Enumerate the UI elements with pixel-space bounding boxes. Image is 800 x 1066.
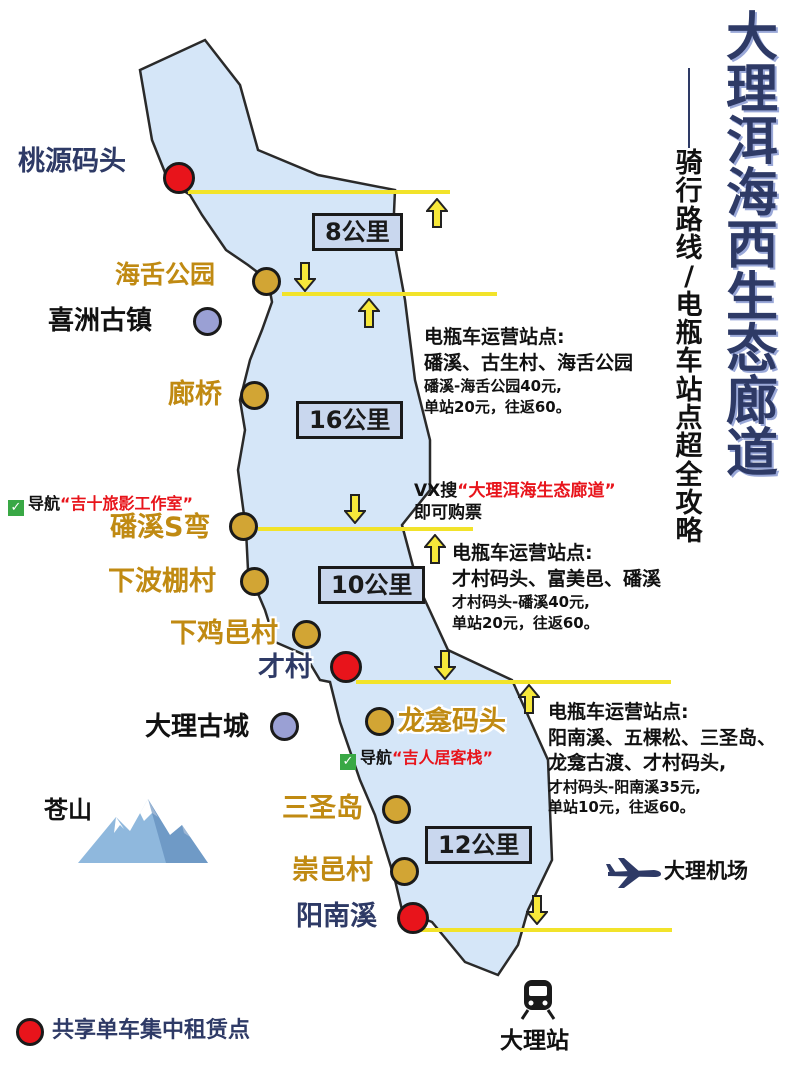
rental-point-caicun[interactable] <box>330 651 362 683</box>
label-caicun: 才村 <box>258 652 312 683</box>
label-yangnanxi: 阳南溪 <box>296 901 377 932</box>
title-divider <box>688 68 690 148</box>
marker-line-haishe <box>282 292 497 296</box>
subtitle: 骑行路 线/电 瓶车站 点超全 攻略 <box>675 148 703 548</box>
label-dali-gucheng: 大理古城 <box>145 712 250 742</box>
label-langqiao: 廊桥 <box>168 379 222 410</box>
main-title: 大理洱 海西生 态廊道 <box>725 8 778 484</box>
arrow-up-icon <box>518 684 540 714</box>
label-xiaji: 下鸡邑村 <box>170 618 278 649</box>
label-xiabo: 下波棚村 <box>108 566 216 597</box>
stop-dot-xiaji[interactable] <box>292 620 321 649</box>
stop-dot-xiabo[interactable] <box>240 567 269 596</box>
label-airport: 大理机场 <box>664 859 748 883</box>
stop-dot-longkan[interactable] <box>365 707 394 736</box>
airplane-icon <box>606 858 661 888</box>
nav-note-inn: ✓导航“吉人居客栈” <box>340 744 493 770</box>
label-panxi: 磻溪S弯 <box>110 512 211 543</box>
label-station: 大理站 <box>500 1028 569 1054</box>
distance-label-12km: 12公里 <box>425 826 533 865</box>
mountain-icon <box>78 799 208 863</box>
town-dot-xizhou[interactable] <box>193 307 222 336</box>
arrow-up-icon <box>426 198 448 228</box>
arrow-down-icon <box>344 494 366 524</box>
label-chongyi: 崇邑村 <box>292 855 373 886</box>
station-info-3: 电瓶车运营站点: 阳南溪、五棵松、三圣岛、 龙龛古渡、才村码头, 才村码头-阳南… <box>548 701 777 817</box>
label-cangshan: 苍山 <box>44 796 92 824</box>
label-haishe: 海舌公园 <box>115 260 216 289</box>
stop-dot-panxi[interactable] <box>229 512 258 541</box>
legend-red-dot <box>16 1018 44 1046</box>
arrow-down-icon <box>294 262 316 292</box>
marker-line-panxi <box>258 527 473 531</box>
legend-label: 共享单车集中租赁点 <box>52 1018 251 1043</box>
marker-line-yangnanxi <box>410 928 672 932</box>
distance-label-16km: 16公里 <box>296 401 404 440</box>
distance-label-10km: 10公里 <box>318 566 426 605</box>
checkmark-icon: ✓ <box>340 754 356 770</box>
stop-dot-langqiao[interactable] <box>240 381 269 410</box>
arrow-up-icon <box>358 298 380 328</box>
train-icon <box>520 980 556 1020</box>
station-info-1: 电瓶车运营站点: 磻溪、古生村、海舌公园 磻溪-海舌公园40元, 单站20元，往… <box>424 326 634 416</box>
label-taoyuan: 桃源码头 <box>18 146 126 177</box>
town-dot-dali-gucheng[interactable] <box>270 712 299 741</box>
arrow-down-icon <box>526 895 548 925</box>
label-xizhou: 喜洲古镇 <box>48 306 153 336</box>
nav-note-studio: ✓导航“吉十旅影工作室” <box>8 490 193 516</box>
stop-dot-chongyi[interactable] <box>390 857 419 886</box>
erhai-lake-shape <box>138 38 554 977</box>
stop-dot-sanshengdao[interactable] <box>382 795 411 824</box>
rental-point-yangnanxi[interactable] <box>397 902 429 934</box>
distance-label-8km: 8公里 <box>312 213 403 252</box>
label-longkan: 龙龛码头 <box>398 706 506 737</box>
marker-line-caicun <box>356 680 671 684</box>
rental-point-taoyuan[interactable] <box>163 162 195 194</box>
label-sanshengdao: 三圣岛 <box>282 793 363 824</box>
stop-dot-haishe[interactable] <box>252 267 281 296</box>
arrow-up-icon <box>424 534 446 564</box>
vx-purchase-note: VX搜“大理洱海生态廊道” 即可购票 <box>414 481 616 524</box>
arrow-down-icon <box>434 650 456 680</box>
marker-line-taoyuan <box>188 190 450 194</box>
station-info-2: 电瓶车运营站点: 才村码头、富美邑、磻溪 才村码头-磻溪40元, 单站20元，往… <box>452 542 662 632</box>
checkmark-icon: ✓ <box>8 500 24 516</box>
